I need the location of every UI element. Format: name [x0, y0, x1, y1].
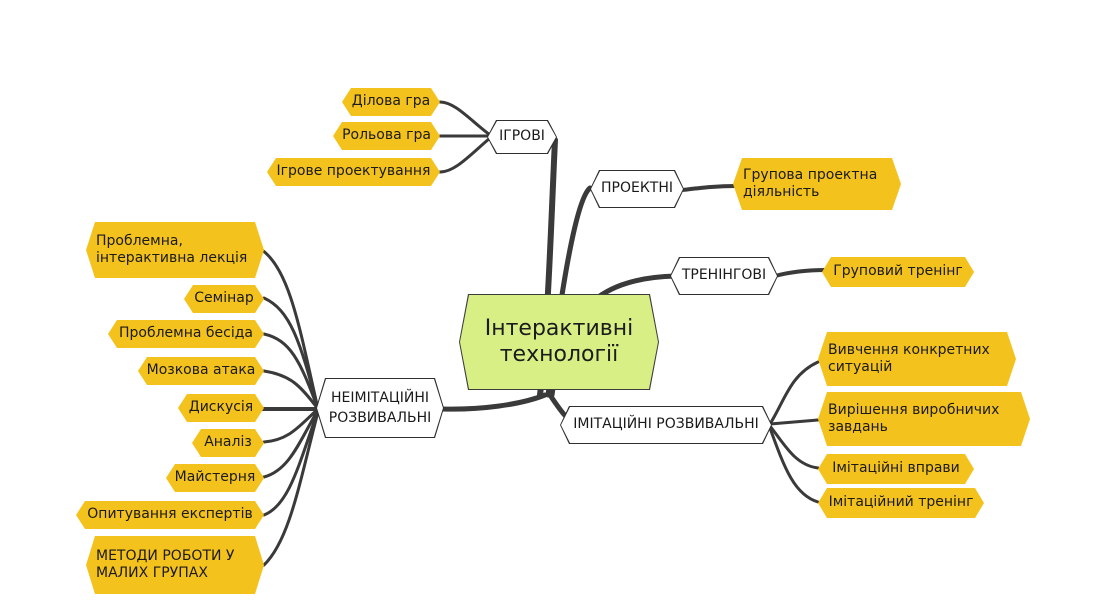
leaf-igrove-proektuvannia[interactable]: Ігрове проектування	[267, 158, 440, 186]
link-center-neimitatsiini	[439, 392, 548, 412]
branch-neimitatsiini-label: НЕІМІТАЦІЙНІ РОЗВИВАЛЬНІ	[317, 379, 443, 437]
branch-treningovi-label: ТРЕНІНГОВІ	[671, 258, 777, 294]
leaf-problemna-lektsiia[interactable]: Проблемна, інтерактивна лекція	[86, 222, 264, 278]
central-topic-label: Інтерактивні технології	[460, 295, 658, 389]
leaf-dyskusiia[interactable]: Дискусія	[178, 394, 264, 422]
leaf-seminar[interactable]: Семінар	[184, 285, 264, 313]
branch-treningovi[interactable]: ТРЕНІНГОВІ	[670, 257, 778, 295]
leaf-imitatsiinyi-trening[interactable]: Імітаційний тренінг	[818, 488, 984, 518]
branch-proektni[interactable]: ПРОЕКТНІ	[590, 170, 684, 208]
branch-proektni-label: ПРОЕКТНІ	[591, 171, 683, 207]
leaf-grupova-proektna-diialnist[interactable]: Групова проектна діяльність	[733, 158, 901, 210]
branch-igrovi[interactable]: ІГРОВІ	[487, 120, 557, 154]
leaf-imitatsiini-vpravy[interactable]: Імітаційні вправи	[818, 454, 974, 484]
leaf-vyvchennia-sytuatsii[interactable]: Вивчення конкретних ситуацій	[818, 332, 1016, 386]
leaf-opytuvannia-ekspertiv[interactable]: Опитування експертів	[76, 501, 264, 529]
leaf-maisternia[interactable]: Майстерня	[166, 464, 264, 492]
central-topic[interactable]: Інтерактивні технології	[459, 294, 659, 390]
leaf-metody-roboty[interactable]: МЕТОДИ РОБОТИ У МАЛИХ ГРУПАХ	[86, 536, 264, 594]
leaf-mozkova-ataka[interactable]: Мозкова атака	[138, 357, 264, 385]
leaf-rolova-gra[interactable]: Рольова гра	[333, 122, 440, 150]
branch-igrovi-label: ІГРОВІ	[488, 121, 556, 153]
leaf-vyrishennia-zavdan[interactable]: Вирішення виробничих завдань	[818, 392, 1030, 446]
leaf-grupovyi-trening[interactable]: Груповий тренінг	[822, 257, 974, 287]
branch-imitatsiini[interactable]: ІМІТАЦІЙНІ РОЗВИВАЛЬНІ	[560, 406, 772, 444]
leaf-problemna-beseda[interactable]: Проблемна бесіда	[108, 320, 264, 348]
leaf-analiz[interactable]: Аналіз	[192, 429, 264, 457]
branch-imitatsiini-label: ІМІТАЦІЙНІ РОЗВИВАЛЬНІ	[561, 407, 771, 443]
branch-neimitatsiini[interactable]: НЕІМІТАЦІЙНІ РОЗВИВАЛЬНІ	[316, 378, 444, 438]
leaf-dilova-gra[interactable]: Ділова гра	[342, 88, 440, 116]
